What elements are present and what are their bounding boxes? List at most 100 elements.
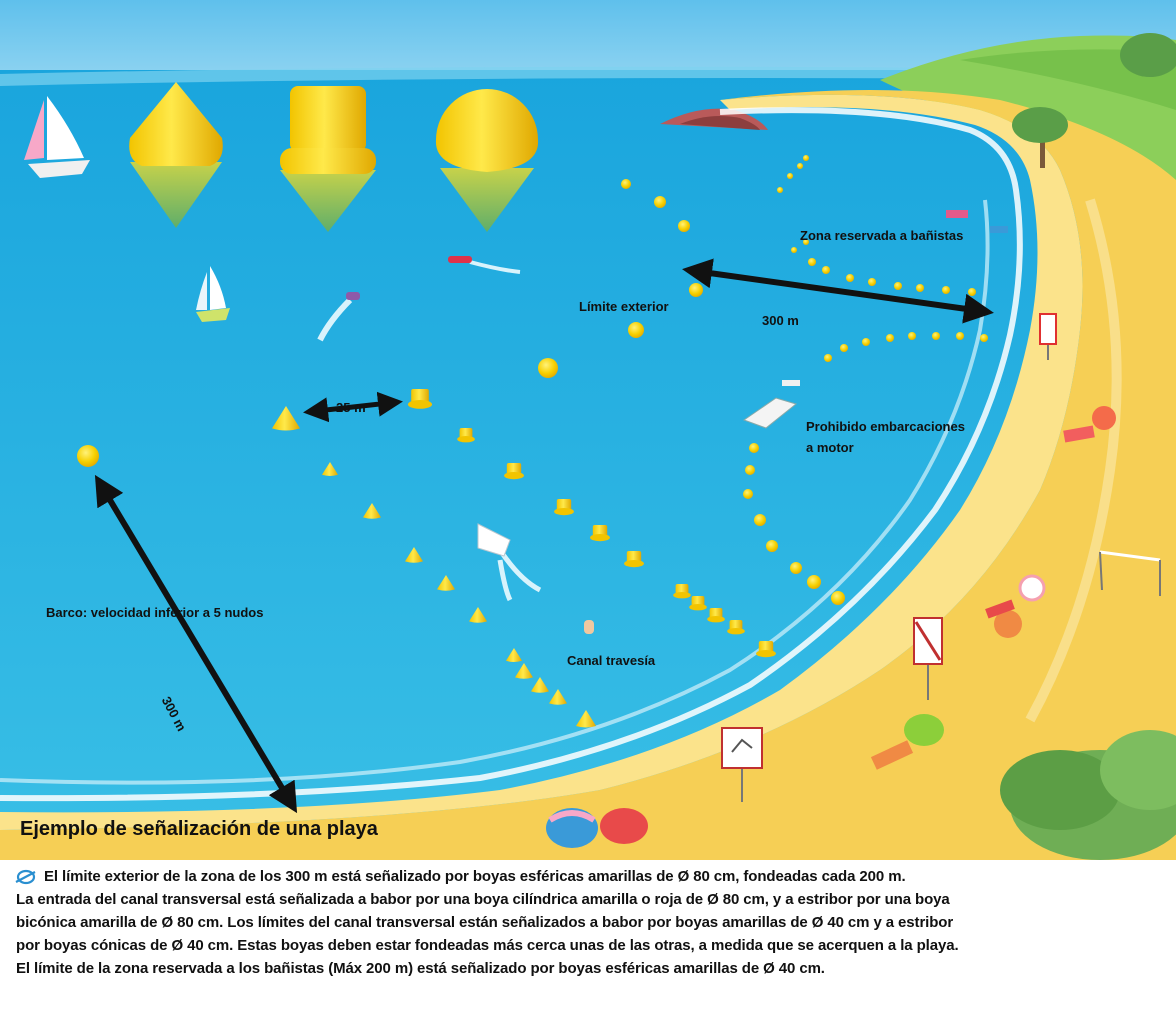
umbrella-icon-2 (1018, 574, 1046, 602)
platform-ladder (782, 380, 800, 386)
spherical-buoy (743, 489, 753, 499)
towel-icon (1063, 425, 1095, 443)
spherical-buoy (538, 358, 558, 378)
spherical-buoy (689, 283, 703, 297)
spherical-buoy (787, 173, 793, 179)
canal-conical-buoys (272, 406, 596, 728)
conical-buoy-icon (129, 82, 223, 228)
volleyball-net (1099, 550, 1161, 562)
label-zona-banistas: Zona reservada a bañistas (800, 228, 964, 243)
conical-buoy (549, 689, 567, 705)
tree-bush-2 (1000, 750, 1120, 830)
spherical-buoy (868, 278, 876, 286)
shore-foam (0, 107, 1023, 802)
caption-line-3: bicónica amarilla de Ø 80 cm. Los límite… (16, 914, 954, 931)
spherical-buoy (749, 443, 759, 453)
towel-icon-3 (985, 599, 1015, 619)
arrow-25m (303, 391, 403, 423)
cylindrical-buoy (590, 525, 610, 542)
cylindrical-buoy (756, 641, 776, 658)
caption-line-4: por boyas cónicas de Ø 40 cm. Estas boya… (16, 937, 959, 954)
cylindrical-buoy (707, 608, 725, 623)
cylindrical-buoy (624, 551, 644, 568)
spherical-buoy (807, 575, 821, 589)
sailboat-icon (24, 96, 90, 178)
conical-buoy (515, 663, 533, 679)
spherical-buoy (790, 562, 802, 574)
jet-ski-icon (346, 292, 360, 300)
no-motorboat-sign-icon (913, 617, 943, 700)
label-canal: Canal travesía (567, 653, 656, 668)
conical-buoy (363, 503, 381, 519)
arrow-300m-boat (94, 474, 298, 814)
sailboat-small-icon (196, 266, 230, 322)
grass-hill-dark (960, 49, 1176, 110)
spherical-buoy (803, 239, 809, 245)
beach-path (1025, 198, 1122, 723)
conical-buoy (531, 677, 549, 693)
label-300m-top: 300 m (762, 313, 799, 328)
horizon-band (0, 66, 1176, 86)
swimmer-icon (584, 620, 594, 634)
spherical-buoy (754, 514, 766, 526)
umbrella-icon (1092, 406, 1116, 430)
conical-buoy (576, 710, 596, 728)
conical-buoy (322, 462, 338, 476)
cylindrical-buoy (504, 463, 524, 480)
wake-2 (469, 260, 521, 274)
spherical-buoy (766, 540, 778, 552)
spherical-buoy (808, 258, 816, 266)
motorboat-icon (477, 523, 511, 557)
conical-buoy (272, 406, 300, 431)
label-limite-exterior: Límite exterior (579, 299, 669, 314)
tree-trunk (1040, 128, 1045, 168)
conical-buoy (405, 547, 423, 563)
cylindrical-buoy (727, 620, 745, 635)
towel-icon-2 (870, 740, 914, 770)
conical-buoy (437, 575, 455, 591)
wake (317, 297, 353, 342)
spherical-buoy (894, 282, 902, 290)
spherical-buoy (840, 344, 848, 352)
cylindrical-buoy (457, 428, 475, 443)
spherical-buoy (628, 322, 644, 338)
tree-top (1012, 107, 1068, 143)
conical-buoy (506, 648, 522, 662)
caption-line-1: El límite exterior de la zona de los 300… (44, 868, 906, 885)
spherical-buoy (908, 332, 916, 340)
spherical-buoy (862, 338, 870, 346)
spherical-buoy (916, 284, 924, 292)
buoy-line-icon (15, 869, 36, 885)
arrow-300m-outer-limit (682, 258, 994, 324)
spherical-buoy (77, 445, 99, 467)
sunbed-icon-2 (990, 226, 1008, 233)
cylindrical-buoy (407, 389, 433, 409)
spherical-buoy (980, 334, 988, 342)
spherical-buoy (886, 334, 894, 342)
spherical-buoy-icon (435, 89, 539, 232)
cylindrical-buoy-icon (280, 86, 376, 232)
cylindrical-buoy (554, 499, 574, 516)
sunbed-icon (946, 210, 968, 218)
diagram-title: Ejemplo de señalización de una playa (20, 818, 378, 840)
spherical-buoy (968, 288, 976, 296)
spherical-buoy (831, 591, 845, 605)
no-jetski-sign-icon (1039, 313, 1057, 360)
spherical-buoy (956, 332, 964, 340)
swimmer-sign-icon (721, 727, 763, 802)
umbrella-red-icon (600, 808, 648, 844)
label-prohibido: Prohibido embarcaciones (806, 419, 965, 434)
spherical-buoy (824, 354, 832, 362)
spherical-buoy (777, 187, 783, 193)
floating-platform-icon (742, 397, 798, 429)
cylindrical-buoy (689, 596, 707, 611)
label-25m: 25 m (336, 400, 366, 415)
canal-entrance-cylinder-buoys (407, 389, 776, 658)
label-barco: Barco: velocidad inferior a 5 nudos (46, 605, 264, 620)
umbrella-stripe (548, 810, 596, 823)
net-pole (1099, 551, 1103, 591)
headland-shadow (680, 116, 760, 130)
kayak-icon (448, 256, 472, 263)
spherical-buoy (621, 179, 631, 189)
umbrella-icon-3 (994, 610, 1022, 638)
